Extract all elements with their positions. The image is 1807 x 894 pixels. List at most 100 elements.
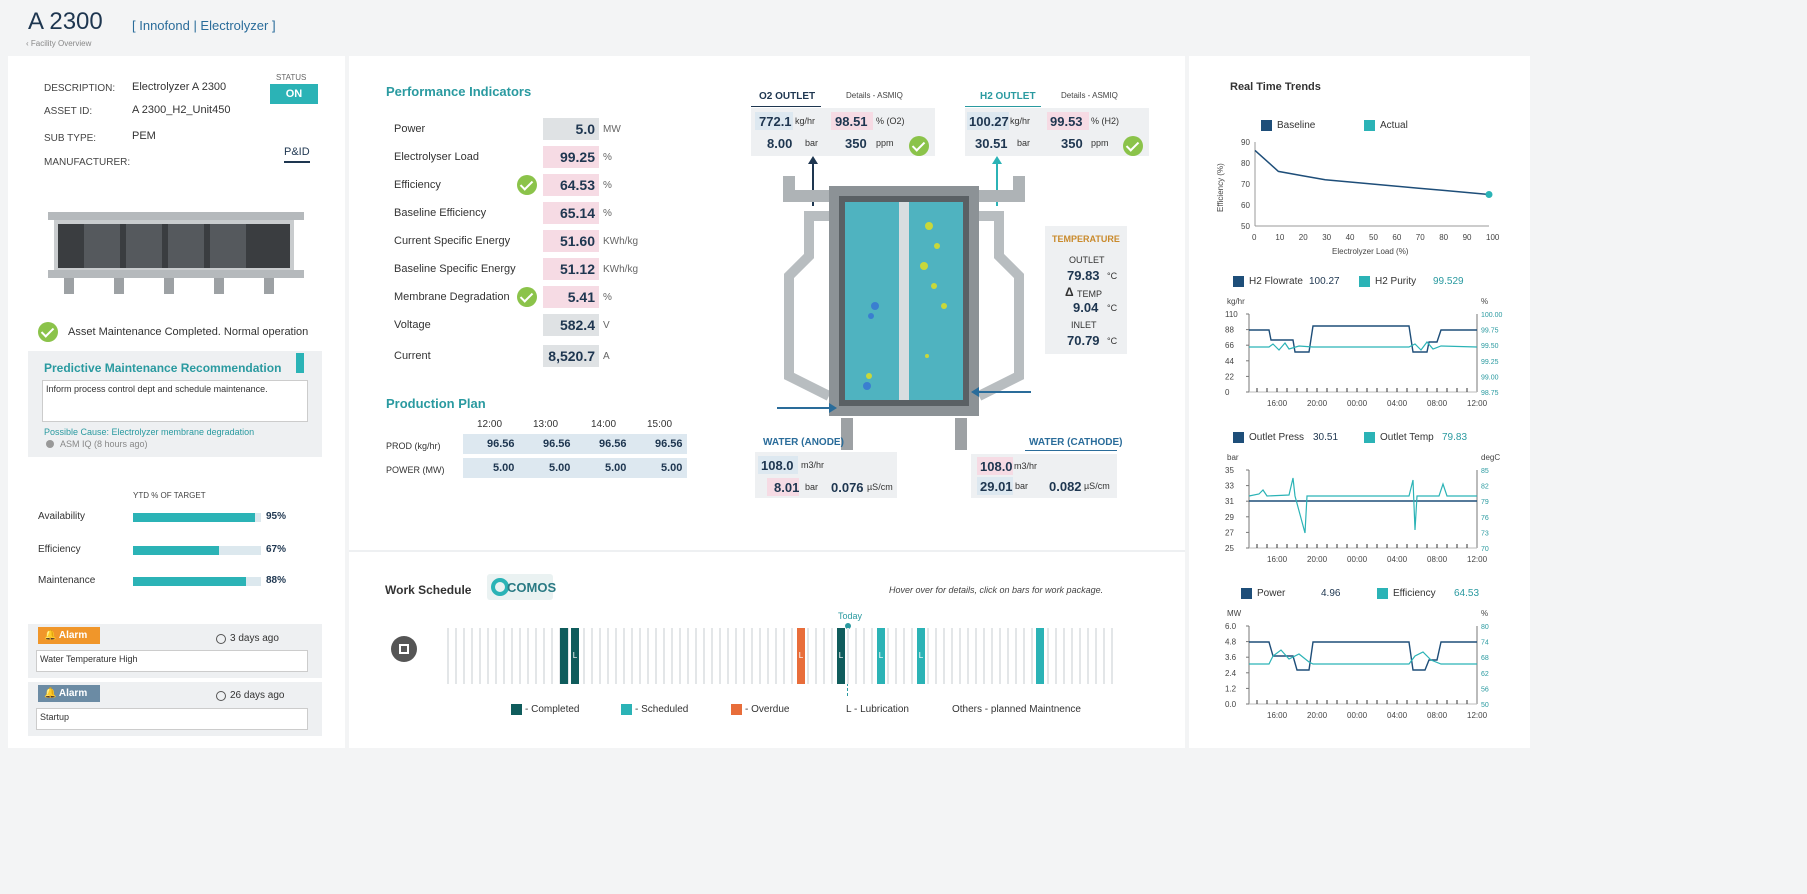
schedule-slot[interactable] — [639, 628, 641, 684]
schedule-slot[interactable] — [1071, 628, 1073, 684]
work-package-bar[interactable]: L — [837, 628, 845, 684]
status-badge: ON — [270, 84, 318, 104]
schedule-slot[interactable] — [663, 628, 665, 684]
schedule-slot[interactable] — [951, 628, 953, 684]
schedule-slot[interactable] — [1095, 628, 1097, 684]
schedule-slot[interactable] — [959, 628, 961, 684]
axis-tick-label: 60 — [1241, 201, 1250, 210]
schedule-slot[interactable] — [1023, 628, 1025, 684]
schedule-slot[interactable] — [535, 628, 537, 684]
alarm-badge[interactable]: 🔔 Alarm — [38, 627, 100, 644]
schedule-slot[interactable] — [471, 628, 473, 684]
schedule-slot[interactable] — [623, 628, 625, 684]
work-package-bar[interactable] — [560, 628, 568, 684]
schedule-slot[interactable] — [1079, 628, 1081, 684]
schedule-slot[interactable] — [935, 628, 937, 684]
schedule-slot[interactable] — [975, 628, 977, 684]
schedule-slot[interactable] — [895, 628, 897, 684]
schedule-slot[interactable] — [607, 628, 609, 684]
schedule-slot[interactable] — [479, 628, 481, 684]
alarm-text[interactable]: Water Temperature High — [36, 650, 308, 672]
work-package-bar[interactable]: L — [797, 628, 805, 684]
recommendation-text[interactable]: Inform process control dept and schedule… — [42, 380, 308, 422]
o2-details-link[interactable]: Details - ASMIQ — [846, 91, 903, 100]
work-package-bar[interactable] — [1036, 628, 1044, 684]
actual-point[interactable] — [1485, 191, 1493, 198]
stop-button[interactable] — [391, 636, 417, 662]
schedule-slot[interactable] — [983, 628, 985, 684]
schedule-slot[interactable] — [783, 628, 785, 684]
schedule-slot[interactable] — [591, 628, 593, 684]
schedule-slot[interactable] — [495, 628, 497, 684]
schedule-slot[interactable] — [1055, 628, 1057, 684]
alarm-text[interactable]: Startup — [36, 708, 308, 730]
schedule-slot[interactable] — [999, 628, 1001, 684]
schedule-slot[interactable] — [503, 628, 505, 684]
schedule-slot[interactable] — [463, 628, 465, 684]
schedule-slot[interactable] — [567, 628, 569, 684]
work-package-bar[interactable]: L — [571, 628, 579, 684]
schedule-slot[interactable] — [711, 628, 713, 684]
schedule-slot[interactable] — [887, 628, 889, 684]
schedule-slot[interactable] — [1031, 628, 1033, 684]
schedule-slot[interactable] — [927, 628, 929, 684]
back-link[interactable]: ‹ Facility Overview — [26, 39, 92, 48]
schedule-slot[interactable] — [791, 628, 793, 684]
schedule-slot[interactable] — [599, 628, 601, 684]
schedule-slot[interactable] — [871, 628, 873, 684]
schedule-slot[interactable] — [1087, 628, 1089, 684]
schedule-slot[interactable] — [991, 628, 993, 684]
schedule-slot[interactable] — [703, 628, 705, 684]
schedule-slot[interactable] — [727, 628, 729, 684]
schedule-slot[interactable] — [735, 628, 737, 684]
schedule-slot[interactable] — [447, 628, 449, 684]
schedule-slot[interactable] — [847, 628, 849, 684]
schedule-slot[interactable] — [655, 628, 657, 684]
schedule-slot[interactable] — [695, 628, 697, 684]
schedule-slot[interactable] — [1015, 628, 1017, 684]
h2-trend-chart: kg/hr%110886644220100.0099.7599.5099.259… — [1225, 297, 1503, 408]
schedule-slot[interactable] — [719, 628, 721, 684]
schedule-slot[interactable] — [1007, 628, 1009, 684]
schedule-slot[interactable] — [775, 628, 777, 684]
schedule-slot[interactable] — [855, 628, 857, 684]
schedule-slot[interactable] — [527, 628, 529, 684]
schedule-slot[interactable] — [671, 628, 673, 684]
schedule-slot[interactable] — [943, 628, 945, 684]
schedule-slot[interactable] — [487, 628, 489, 684]
schedule-slot[interactable] — [511, 628, 513, 684]
work-package-bar[interactable]: L — [917, 628, 925, 684]
schedule-slot[interactable] — [543, 628, 545, 684]
h2-details-link[interactable]: Details - ASMIQ — [1061, 91, 1118, 100]
schedule-slot[interactable] — [967, 628, 969, 684]
schedule-slot[interactable] — [519, 628, 521, 684]
schedule-slot[interactable] — [759, 628, 761, 684]
schedule-slot[interactable] — [743, 628, 745, 684]
schedule-slot[interactable] — [807, 628, 809, 684]
recommendation-flag[interactable] — [296, 353, 304, 373]
schedule-slot[interactable] — [583, 628, 585, 684]
schedule-slot[interactable] — [751, 628, 753, 684]
schedule-slot[interactable] — [823, 628, 825, 684]
schedule-slot[interactable] — [687, 628, 689, 684]
schedule-slot[interactable] — [903, 628, 905, 684]
schedule-slot[interactable] — [1063, 628, 1065, 684]
schedule-slot[interactable] — [647, 628, 649, 684]
schedule-slot[interactable] — [911, 628, 913, 684]
schedule-slot[interactable] — [631, 628, 633, 684]
schedule-slot[interactable] — [831, 628, 833, 684]
schedule-slot[interactable] — [767, 628, 769, 684]
schedule-slot[interactable] — [551, 628, 553, 684]
schedule-slot[interactable] — [863, 628, 865, 684]
pid-link[interactable]: P&ID — [284, 146, 310, 163]
work-package-bar[interactable]: L — [877, 628, 885, 684]
schedule-slot[interactable] — [1103, 628, 1105, 684]
schedule-slot[interactable] — [1047, 628, 1049, 684]
alarm-badge[interactable]: 🔔 Alarm — [38, 685, 100, 702]
schedule-slot[interactable] — [455, 628, 457, 684]
h2-ok-icon — [1123, 136, 1143, 156]
schedule-slot[interactable] — [815, 628, 817, 684]
schedule-slot[interactable] — [1111, 628, 1113, 684]
schedule-slot[interactable] — [679, 628, 681, 684]
schedule-slot[interactable] — [615, 628, 617, 684]
